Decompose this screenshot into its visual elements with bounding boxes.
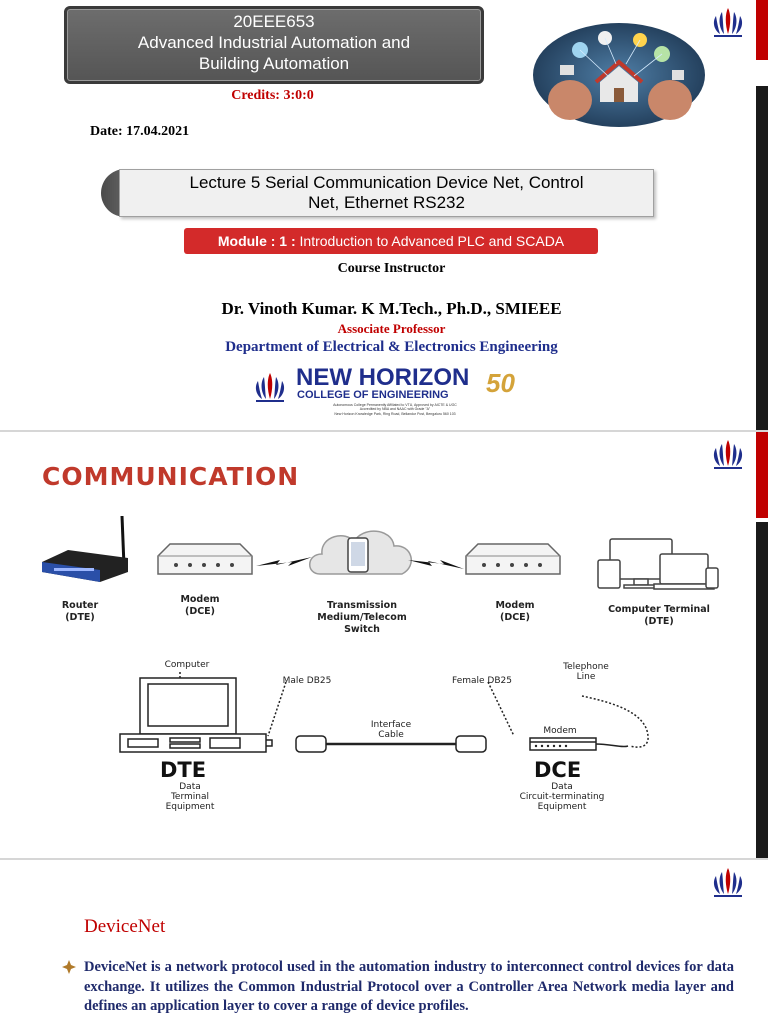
dce-description: Data Circuit-terminating Equipment [519,782,605,812]
signal-bolt-icon [256,557,312,566]
dte-dce-diagram: Computer Male DB25 Female DB25 Telephone… [110,660,670,812]
course-title-line1: Advanced Industrial Automation and [137,33,411,52]
router-icon [42,515,128,582]
modem2-label: Modem (DCE) [495,600,535,623]
course-title-line2: Building Automation [198,54,350,73]
router-label: Router (DTE) [61,600,99,623]
course-code: 20EEE653 [233,12,315,31]
cloud-icon [309,530,412,575]
course-title-box: 20EEE653 Advanced Industrial Automation … [64,6,484,84]
dce-label: DCE [534,758,582,782]
bullet-diamond-icon [62,960,76,974]
slide-title: DeviceNet [84,916,166,937]
department: Department of Electrical & Electronics E… [225,339,558,355]
lecture-title: Lecture 5 Serial Communication Device Ne… [119,169,654,217]
side-bar [756,86,768,430]
lecture-title-line2: Net, Ethernet RS232 [308,193,465,212]
smart-home-illustration [533,23,705,127]
lecture-date: Date: 17.04.2021 [90,124,190,139]
computer-terminal-icon [597,538,719,590]
dte-label: DTE [160,758,207,782]
bullet-text: DeviceNet is a network protocol used in … [84,959,734,1014]
dte-description: Data Terminal Equipment [165,782,215,812]
title-slide: 20EEE653 Advanced Industrial Automation … [0,0,768,430]
telephone-line-label: Telephone Line [563,662,609,682]
female-db25-label: Female DB25 [452,676,512,686]
instructor-name: Dr. Vinoth Kumar. K M.Tech., Ph.D., SMIE… [221,299,562,318]
modem-label: Modem [543,726,577,736]
signal-bolt-icon [408,560,464,569]
terminal-label: Computer Terminal (DTE) [608,604,710,627]
communication-slide: COMMUNICATION [0,432,768,858]
male-db25-label: Male DB25 [282,676,332,686]
slide-separator [0,430,768,432]
network-devices-graphic [42,515,719,590]
medium-label: Transmission Medium/Telecom Switch [317,600,407,635]
module-label: Module : 1 : [217,233,296,249]
college-name-sub: COLLEGE OF ENGINEERING [297,389,449,401]
lecture-title-box: Lecture 5 Serial Communication Device Ne… [101,169,654,217]
computer-label: Computer [164,660,210,670]
module-text: Introduction to Advanced PLC and SCADA [295,233,565,249]
college-emblem-icon [713,440,743,469]
college-emblem-icon [255,373,285,402]
college-emblem-icon [713,868,743,897]
slide-separator [0,858,768,860]
college-subtext: Autonomous College Permanently Affiliate… [333,403,457,416]
accent-bar [756,0,768,60]
dte-dce-graphic [119,672,649,753]
accent-bar [756,432,768,518]
interface-cable-label: Interface Cable [370,720,412,740]
college-logo: NEW HORIZON COLLEGE OF ENGINEERING 50 Au… [250,366,535,424]
communication-chain-diagram: Router (DTE) Modem (DCE) Transmission Me… [30,504,730,644]
credits: Credits: 3:0:0 [231,88,314,103]
college-name: NEW HORIZON [296,364,470,391]
modem1-label: Modem (DCE) [180,594,220,617]
designation: Associate Professor [337,321,446,336]
devicenet-slide: DeviceNet DeviceNet is a network protoco… [0,860,768,1024]
module-banner: Module : 1 : Introduction to Advanced PL… [184,228,598,254]
slide-title: COMMUNICATION [42,462,300,491]
college-emblem-icon [713,8,743,37]
lecture-title-line1: Lecture 5 Serial Communication Device Ne… [189,173,584,192]
side-bar [756,522,768,858]
golden-jubilee-badge: 50 [486,368,515,398]
modem-icon [465,543,561,575]
instructor-label: Course Instructor [337,261,446,276]
modem-icon [157,543,253,575]
